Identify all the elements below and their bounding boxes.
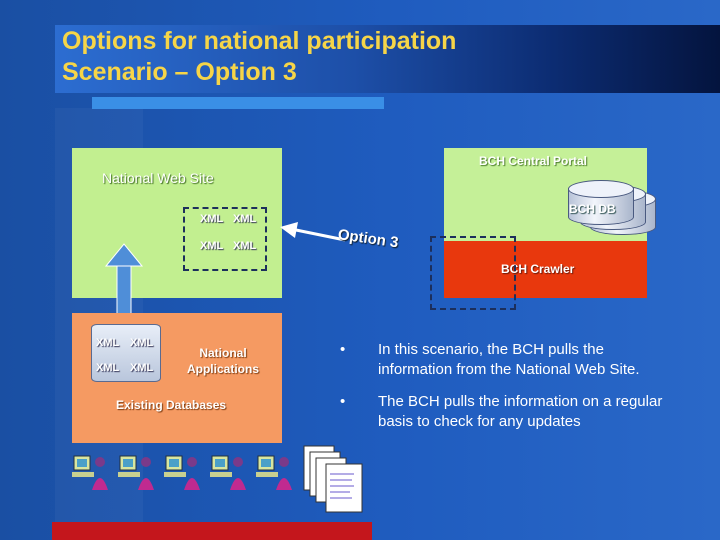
xml-label: XML bbox=[130, 362, 153, 374]
computer-user-icon bbox=[256, 456, 292, 490]
document-stack-icon bbox=[302, 444, 372, 514]
xml-label: XML bbox=[96, 337, 119, 349]
bullet-text: In this scenario, the BCH pulls the info… bbox=[378, 341, 640, 378]
bottom-accent-bar bbox=[52, 522, 372, 540]
bullet-symbol: • bbox=[340, 340, 345, 360]
existing-databases-label: Existing Databases bbox=[116, 398, 226, 412]
arrow-left-icon bbox=[280, 222, 345, 240]
xml-label: XML bbox=[130, 337, 153, 349]
bullet-item: • The BCH pulls the information on a reg… bbox=[340, 392, 680, 432]
computer-user-icon bbox=[118, 456, 154, 490]
bullet-text: The BCH pulls the information on a regul… bbox=[378, 393, 662, 430]
bullet-symbol: • bbox=[340, 392, 345, 412]
computer-user-icon bbox=[210, 456, 246, 490]
computer-user-icon bbox=[164, 456, 200, 490]
xml-label: XML bbox=[96, 362, 119, 374]
national-applications-label: National Applications bbox=[178, 345, 268, 377]
bullet-item: • In this scenario, the BCH pulls the in… bbox=[340, 340, 680, 380]
computer-user-icon bbox=[72, 456, 108, 490]
users-row bbox=[70, 452, 300, 494]
bullet-list: • In this scenario, the BCH pulls the in… bbox=[340, 340, 680, 444]
arrow-up-icon bbox=[106, 244, 142, 315]
